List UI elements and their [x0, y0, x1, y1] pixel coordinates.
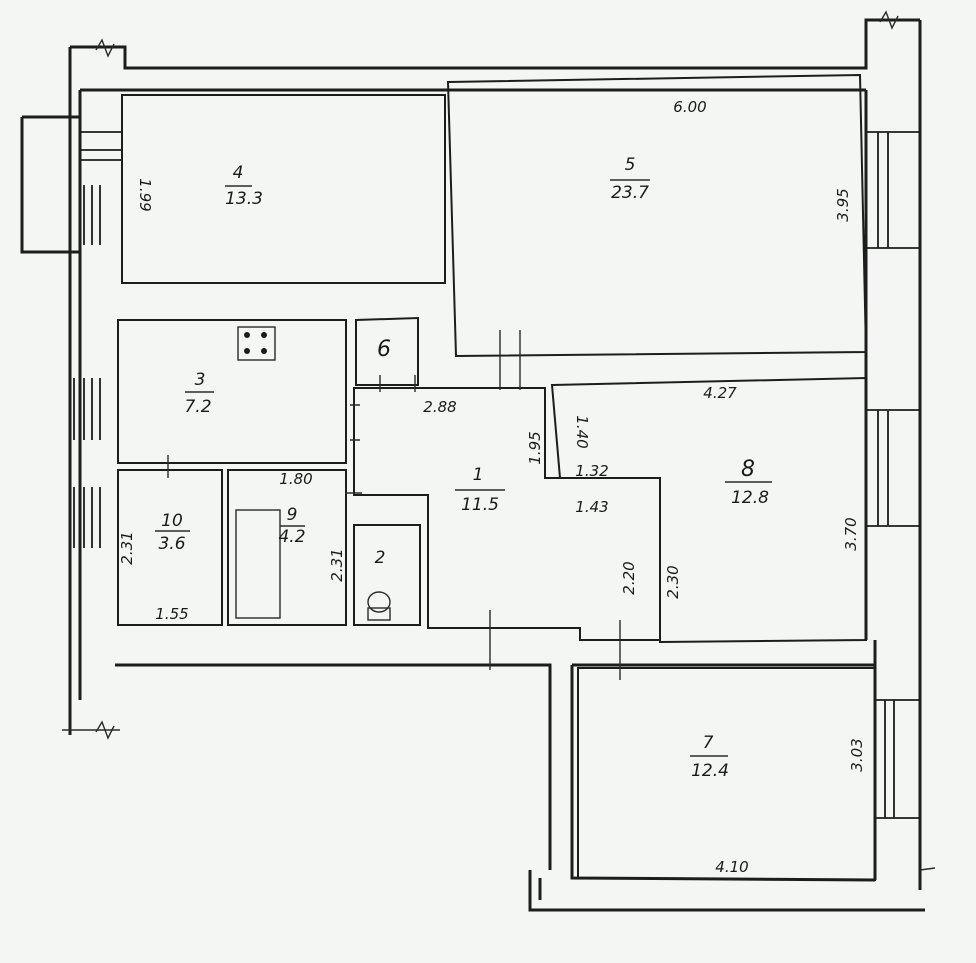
svg-text:4: 4: [233, 163, 244, 183]
dim-1-95: 1.95: [526, 431, 544, 464]
room-label-3: 3 7.2: [184, 370, 214, 417]
svg-text:7: 7: [703, 733, 714, 753]
svg-text:11.5: 11.5: [461, 495, 499, 515]
svg-text:1: 1: [473, 465, 484, 485]
room-9-outline: [227, 469, 347, 626]
dim-3-95: 3.95: [834, 188, 852, 221]
dim-2-31-left: 2.31: [118, 531, 136, 564]
dim-1-80: 1.80: [279, 470, 312, 488]
dim-1-43: 1.43: [575, 498, 608, 516]
windows-left: [73, 131, 122, 548]
room-8-outline: [550, 376, 867, 644]
room-label-6: 6: [377, 337, 391, 362]
dimension-labels: 6.00 1.99 3.95 2.88 4.27 1.40 1.95 1.32 …: [118, 98, 866, 876]
svg-text:3.6: 3.6: [158, 534, 185, 554]
room-6-outline: [355, 316, 419, 386]
svg-text:13.3: 13.3: [225, 189, 263, 209]
svg-text:10: 10: [161, 511, 183, 531]
dim-2-31-bath: 2.31: [328, 548, 346, 581]
room-label-7: 7 12.4: [690, 733, 729, 781]
dim-4-10: 4.10: [715, 858, 748, 876]
toilet-icon: [367, 591, 391, 621]
dim-4-27: 4.27: [703, 384, 737, 402]
room-1-outline: [353, 387, 661, 641]
room-7-outline: [577, 667, 876, 882]
room-label-4: 4 13.3: [225, 163, 263, 209]
room-label-5: 5 23.7: [610, 155, 650, 203]
dim-2-88: 2.88: [423, 398, 456, 416]
dim-1-55: 1.55: [155, 605, 188, 623]
room-label-10: 10 3.6: [155, 511, 190, 554]
svg-text:23.7: 23.7: [611, 183, 649, 203]
dim-1-32: 1.32: [575, 462, 608, 480]
dim-2-20: 2.20: [620, 561, 638, 594]
dim-6-00: 6.00: [673, 98, 706, 116]
svg-text:9: 9: [287, 505, 298, 525]
svg-text:7.2: 7.2: [184, 397, 211, 417]
svg-text:3: 3: [195, 370, 206, 390]
dim-1-99: 1.99: [136, 178, 154, 211]
dim-1-40: 1.40: [573, 415, 591, 448]
svg-text:12.4: 12.4: [691, 761, 729, 781]
door-marks: [167, 330, 621, 680]
svg-text:4.2: 4.2: [278, 527, 305, 547]
room-label-1: 1 11.5: [455, 465, 505, 515]
stove-icon: [237, 326, 276, 361]
svg-text:12.8: 12.8: [731, 488, 769, 508]
room-2-outline: [353, 524, 421, 626]
room-3-outline: [117, 319, 347, 464]
svg-text:8: 8: [741, 457, 755, 482]
bathtub-icon: [235, 509, 281, 619]
room-label-9: 9 4.2: [278, 505, 305, 547]
dim-2-30: 2.30: [664, 565, 682, 598]
windows-right: [866, 131, 920, 819]
room-5-outline: [446, 73, 868, 358]
room-label-8: 8 12.8: [725, 457, 772, 508]
dim-3-70: 3.70: [842, 517, 860, 550]
room-label-2: 2: [375, 548, 386, 568]
room-10-outline: [117, 469, 223, 626]
room-4-outline: [121, 94, 446, 284]
dim-3-03: 3.03: [848, 738, 866, 771]
svg-text:5: 5: [625, 155, 636, 175]
outer-walls: [20, 10, 936, 912]
